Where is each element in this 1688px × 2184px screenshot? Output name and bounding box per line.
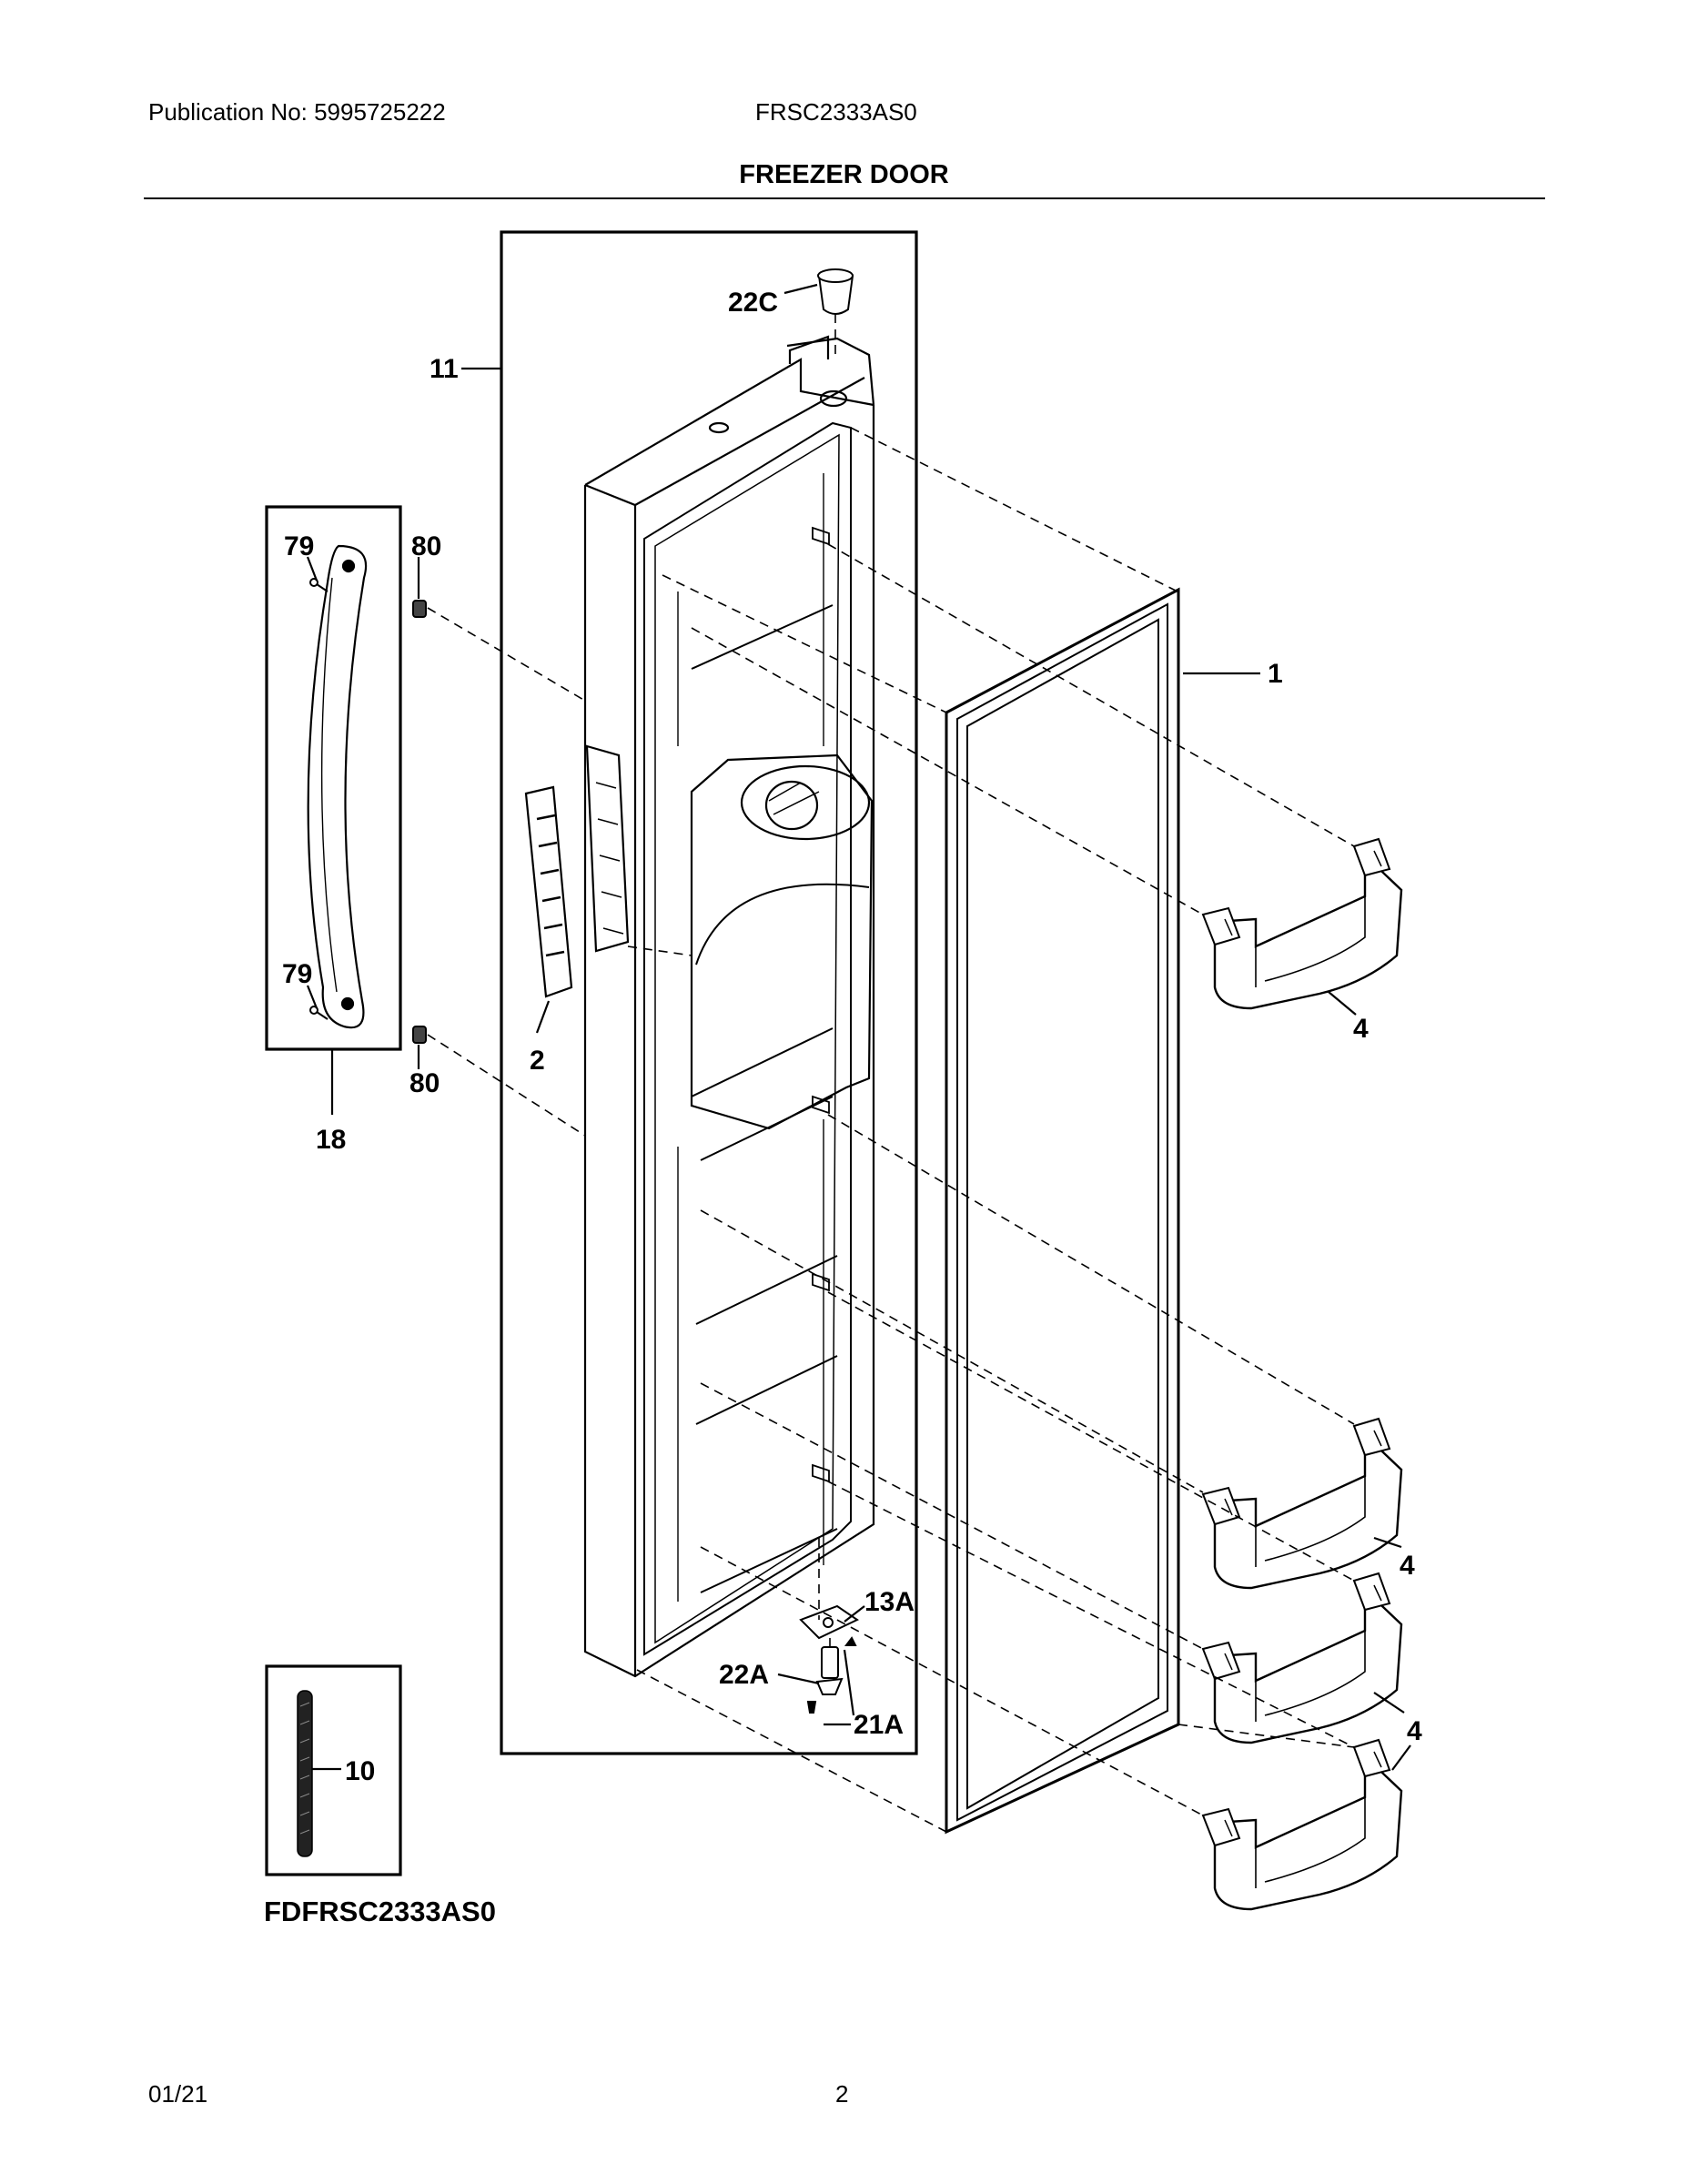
bottom-hinge-icon [799,1604,860,1714]
door-panel [583,335,875,1678]
callout-2: 2 [530,1046,545,1076]
gasket-tube-icon [297,1690,313,1857]
door-handle [307,544,368,1029]
publication-number: Publication No: 5995725222 [148,98,446,126]
model-number: FRSC2333AS0 [755,98,917,126]
hinge-cap-icon [817,268,854,315]
callout-4-second: 4 [1400,1551,1415,1581]
callout-79-top: 79 [284,531,314,561]
callout-1: 1 [1268,659,1283,689]
callout-11: 11 [430,354,459,384]
kit-label: FDFRSC2333AS0 [264,1896,496,1927]
callout-4-third: 4 [1407,1716,1422,1746]
handle-frame [265,505,402,1051]
door-gasket [945,587,1180,1835]
header-rule [144,197,1545,199]
door-assembly-frame [500,230,918,1755]
kit-frame [265,1664,402,1876]
callout-13A: 13A [864,1587,915,1617]
door-bin [1201,837,1403,1010]
callout-80-bottom: 80 [409,1068,440,1098]
alignment-lines [427,314,1355,1833]
callout-79-bottom: 79 [282,959,312,989]
callout-4-first: 4 [1353,1014,1369,1044]
callout-22A: 22A [719,1660,769,1690]
callout-labels: 22C 11 79 80 1 2 79 80 18 4 13A 22A 21A … [282,288,1422,1786]
door-bin [1201,1572,1403,1744]
door-bin [1201,1738,1403,1911]
control-cover [524,744,630,998]
callout-18: 18 [316,1125,346,1155]
callout-21A: 21A [854,1710,904,1740]
section-title: FREEZER DOOR [739,160,949,189]
leader-lines [306,283,1411,1771]
door-bin [1201,1417,1403,1590]
callout-22C: 22C [728,288,778,318]
footer-date: 01/21 [148,2080,208,2108]
callout-80-top: 80 [411,531,441,561]
callout-10: 10 [345,1756,375,1786]
page-number: 2 [835,2080,849,2108]
mounting-stud-icon [412,600,427,1044]
